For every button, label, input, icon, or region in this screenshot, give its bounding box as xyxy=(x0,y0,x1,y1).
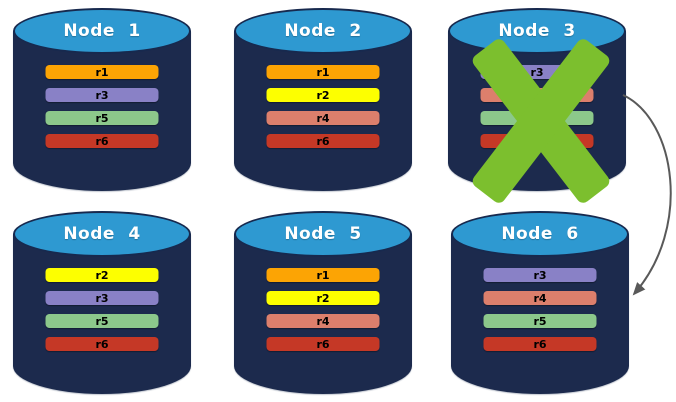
replica-bar: r1 xyxy=(266,268,380,282)
replica-label: r6 xyxy=(95,134,109,148)
replica-bar: r1 xyxy=(266,65,380,79)
replica-label: r6 xyxy=(95,337,109,351)
replica-list: r1 r2 r4 r6 xyxy=(266,268,380,351)
replica-label: r6 xyxy=(316,134,330,148)
node-5: Node 5 r1 r2 r4 r6 xyxy=(234,211,412,394)
replica-bar: r2 xyxy=(266,88,380,102)
replica-bar: r6 xyxy=(266,134,380,148)
replica-label: r4 xyxy=(316,111,330,125)
node-1: Node 1 r1 r3 r5 r6 xyxy=(13,8,191,191)
replica-label: r1 xyxy=(316,65,330,79)
replica-label: r5 xyxy=(95,111,109,125)
replica-label: r6 xyxy=(316,337,330,351)
replica-bar: r3 xyxy=(483,268,597,282)
cylinder-top: Node 4 xyxy=(13,211,191,257)
replica-label: r1 xyxy=(316,268,330,282)
replica-list: r1 r2 r4 r6 xyxy=(266,65,380,148)
replica-label: r5 xyxy=(95,314,109,328)
node-3: Node 3 r3 xyxy=(448,8,626,203)
replica-bar: r2 xyxy=(266,291,380,305)
replica-list: r3 r4 r5 r6 xyxy=(483,268,597,351)
replica-bar: r5 xyxy=(45,314,159,328)
node-title: Node 1 xyxy=(63,21,141,41)
node-title: Node 2 xyxy=(284,21,362,41)
replica-bar: r1 xyxy=(45,65,159,79)
replica-bar: r6 xyxy=(45,134,159,148)
replica-bar: r4 xyxy=(266,111,380,125)
cylinder-top: Node 2 xyxy=(234,8,412,54)
replica-label: r3 xyxy=(533,268,547,282)
replica-label: r4 xyxy=(316,314,330,328)
replica-bar: r5 xyxy=(483,314,597,328)
cylinder-top: Node 3 xyxy=(448,8,626,54)
node-title: Node 5 xyxy=(284,224,362,244)
replica-bar: r2 xyxy=(45,268,159,282)
failure-x-icon xyxy=(472,39,610,203)
replica-bar: r5 xyxy=(45,111,159,125)
replica-label: r6 xyxy=(533,337,547,351)
node-title: Node 3 xyxy=(498,21,576,41)
replica-label: r3 xyxy=(530,65,544,79)
cylinder-top: Node 6 xyxy=(451,211,629,257)
replica-list: r2 r3 r5 r6 xyxy=(45,268,159,351)
replica-bar: r3 xyxy=(45,88,159,102)
cylinder-top: Node 5 xyxy=(234,211,412,257)
replica-bar: r3 xyxy=(45,291,159,305)
cylinder-top: Node 1 xyxy=(13,8,191,54)
replica-list: r1 r3 r5 r6 xyxy=(45,65,159,148)
replica-bar: r4 xyxy=(266,314,380,328)
replica-label: r2 xyxy=(316,88,330,102)
node-4: Node 4 r2 r3 r5 r6 xyxy=(13,211,191,394)
replica-label: r3 xyxy=(95,291,109,305)
replica-label: r1 xyxy=(95,65,109,79)
replica-bar: r4 xyxy=(483,291,597,305)
node-6: Node 6 r3 r4 r5 r6 xyxy=(451,211,629,394)
node-2: Node 2 r1 r2 r4 r6 xyxy=(234,8,412,191)
replica-label: r4 xyxy=(533,291,547,305)
node-title: Node 4 xyxy=(63,224,141,244)
replica-label: r2 xyxy=(95,268,109,282)
replica-bar: r6 xyxy=(266,337,380,351)
replica-bar: r6 xyxy=(45,337,159,351)
replica-label: r3 xyxy=(95,88,109,102)
node-title: Node 6 xyxy=(501,224,579,244)
replica-bar: r6 xyxy=(483,337,597,351)
replica-label: r5 xyxy=(533,314,547,328)
replica-label: r2 xyxy=(316,291,330,305)
